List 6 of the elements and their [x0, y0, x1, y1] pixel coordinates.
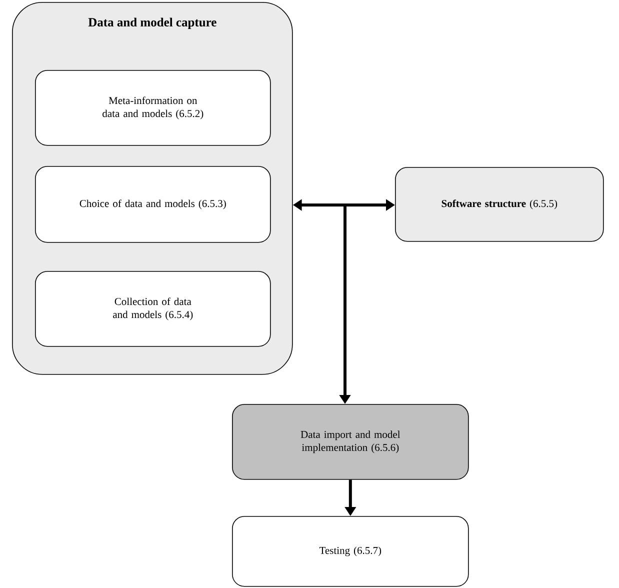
process-box: Meta-information on data and models (6.5.2)	[35, 70, 271, 146]
process-box: Testing (6.5.7)	[232, 516, 469, 587]
process-box: Collection of data and models (6.5.4)	[35, 271, 271, 347]
process-box: Software structure (6.5.5)	[395, 167, 604, 242]
process-box: Choice of data and models (6.5.3)	[35, 166, 271, 243]
process-box: Data import and model implementation (6.5.6)	[232, 404, 469, 480]
